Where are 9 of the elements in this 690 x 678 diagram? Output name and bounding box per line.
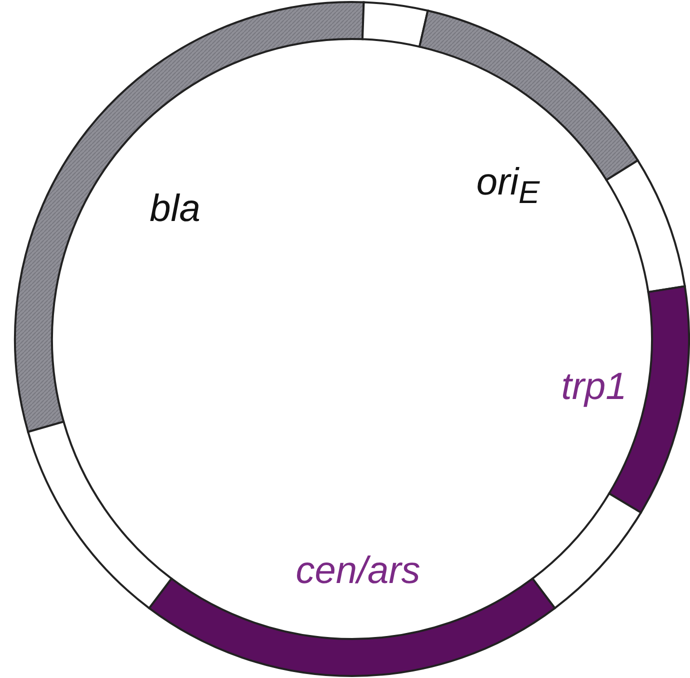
- segment-label: trp1: [561, 367, 627, 409]
- segment-label: cen/ars: [296, 551, 420, 593]
- plasmid-segment: [532, 492, 642, 610]
- plasmid-segment: [361, 1, 429, 48]
- segment-label: bla: [150, 189, 200, 231]
- plasmid-segment: [27, 420, 172, 610]
- segment-label: ori$_{E}$: [476, 162, 540, 210]
- plasmid-segment: [605, 159, 686, 294]
- plasmid-segment: [14, 1, 365, 433]
